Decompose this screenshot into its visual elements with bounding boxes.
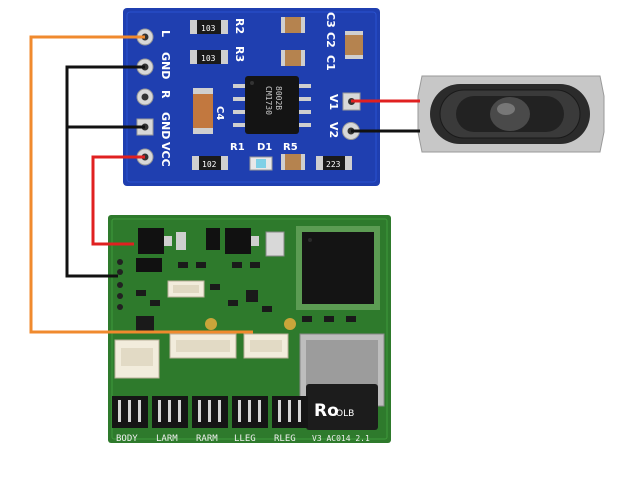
label-c1: C1: [324, 55, 337, 71]
amplifier-board: L GND R GND VCC 103 103 R2 R3 C3 C2 C1: [123, 8, 380, 186]
capacitor-c2: [281, 50, 305, 66]
mounting-hole-left: [205, 318, 217, 330]
resistor-r-103a: 103: [190, 20, 228, 34]
wire-audio-l: [29, 35, 253, 334]
resistor-102: 102: [192, 156, 228, 170]
board-revision-label: V3 AC014 2.1: [312, 434, 370, 443]
header-label-body: BODY: [116, 434, 138, 444]
wire-ground-main: [65, 65, 145, 278]
label-r3: R3: [233, 46, 246, 62]
label-d1: D1: [257, 142, 272, 153]
pin-label-vcc: VCC: [159, 142, 172, 167]
sd-card: Ro OLB: [306, 384, 378, 430]
svg-text:103: 103: [201, 54, 216, 63]
header-label-lleg: LLEG: [234, 434, 256, 444]
label-r5: R5: [283, 142, 298, 153]
label-c3: C3: [324, 12, 337, 28]
connector-3: [243, 333, 289, 359]
resistor-223: 223: [316, 156, 352, 170]
sd-card-sublabel: OLB: [336, 409, 354, 419]
amplifier-chip: 8002B CM1730: [233, 76, 311, 134]
mounting-hole-right: [284, 318, 296, 330]
label-c4: C4: [214, 106, 225, 120]
capacitor-c1: [345, 31, 363, 59]
header-label-rarm: RARM: [196, 434, 218, 444]
connector-1: [114, 339, 160, 379]
svg-text:CM1730: CM1730: [264, 86, 273, 115]
left-header-pins: [117, 259, 123, 310]
smd-components: [136, 262, 356, 332]
capacitor-silver: [176, 232, 186, 250]
capacitor-c4: [193, 88, 213, 134]
capacitor-c3: [281, 17, 305, 33]
crystal: [265, 231, 285, 257]
connector-small-top: [167, 280, 205, 298]
header-label-rleg: RLEG: [274, 434, 296, 444]
svg-text:223: 223: [326, 160, 341, 169]
label-v1: V1: [327, 94, 340, 110]
header-label-larm: LARM: [156, 434, 178, 444]
svg-text:102: 102: [202, 160, 217, 169]
connector-2: [169, 333, 237, 359]
wire-vcc: [91, 155, 145, 246]
controller-board: Ro OLB BODY LARM RARM LLEG RLEG V3 AC014…: [108, 215, 391, 444]
capacitor-bottom: [281, 154, 305, 170]
label-r2: R2: [233, 18, 246, 34]
svg-text:8002B: 8002B: [274, 86, 283, 110]
pin-label-r: R: [159, 90, 172, 99]
label-r1: R1: [230, 142, 245, 153]
led-d1: [249, 156, 273, 171]
sd-card-label: Ro: [314, 401, 339, 421]
resistor-r-103b: 103: [190, 50, 228, 64]
label-c2: C2: [324, 32, 337, 48]
wires: [29, 35, 420, 334]
speaker: [417, 75, 605, 153]
label-v2: V2: [327, 122, 340, 138]
pin-label-gnd1: GND: [159, 52, 172, 79]
svg-text:103: 103: [201, 24, 216, 33]
pin-label-l: L: [159, 30, 172, 37]
pin-label-gnd2: GND: [159, 112, 172, 139]
microcontroller-chip: [296, 226, 380, 310]
voltage-regulators: [136, 228, 259, 272]
servo-header-row: [112, 396, 308, 428]
